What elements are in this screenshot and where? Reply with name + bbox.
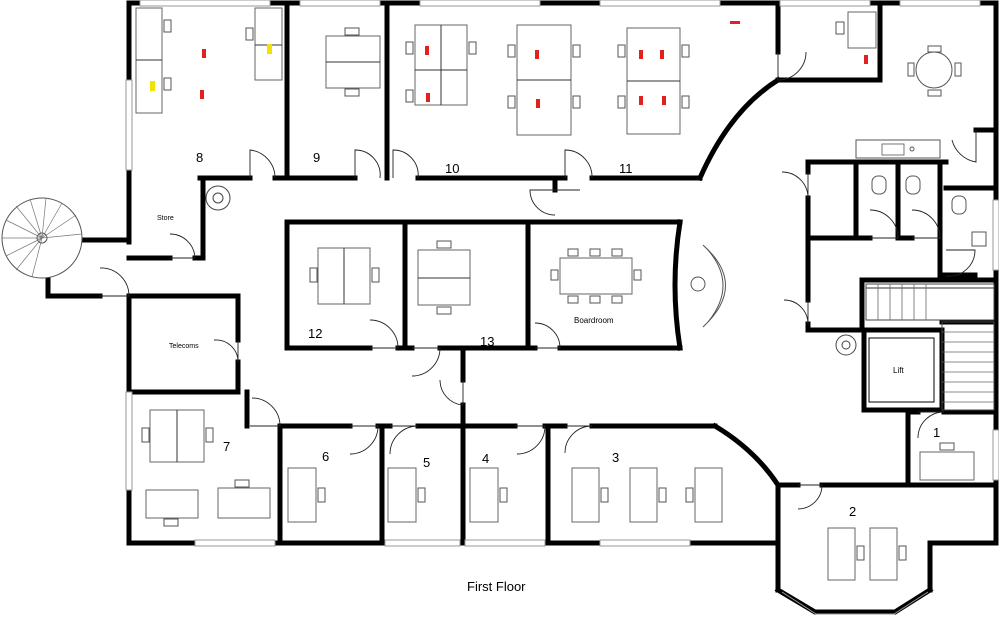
marker-red: [662, 96, 666, 105]
plant-icon: [835, 334, 857, 356]
room-label-13: 13: [480, 334, 494, 349]
marker-red: [639, 96, 643, 105]
room-label-9: 9: [313, 150, 320, 165]
plant-icon: [205, 185, 231, 211]
spiral-staircase: [1, 197, 83, 279]
room-label-7: 7: [223, 439, 230, 454]
lift-label: Lift: [893, 366, 904, 375]
doors: [99, 51, 977, 510]
marker-red: [202, 49, 206, 58]
store-label: Store: [157, 215, 174, 222]
marker-red: [730, 21, 740, 24]
marker-yellow: [267, 44, 272, 54]
furniture: [135, 7, 987, 581]
marker-red: [426, 93, 430, 102]
boardroom-label: Boardroom: [574, 316, 614, 325]
marker-red: [200, 90, 204, 99]
room-label-12: 12: [308, 326, 322, 341]
floor-title: First Floor: [467, 579, 526, 594]
room-label-3: 3: [612, 450, 619, 465]
room-label-6: 6: [322, 449, 329, 464]
marker-red: [535, 50, 539, 59]
room-label-4: 4: [482, 451, 489, 466]
marker-red: [536, 99, 540, 108]
marker-red: [425, 46, 429, 55]
marker-yellow: [150, 81, 155, 91]
telecoms-label: Telecoms: [169, 343, 199, 350]
windows: [125, 0, 999, 615]
marker-red: [864, 55, 868, 64]
straight-staircase: [865, 283, 995, 411]
room-label-11: 11: [619, 161, 633, 176]
room-label-8: 8: [196, 150, 203, 165]
markers: [150, 21, 868, 108]
room-label-1: 1: [933, 425, 940, 440]
labels: 8 9 10 11 12 13 7 6 5 4 3 2 1 Store Tele…: [157, 150, 940, 594]
marker-red: [639, 50, 643, 59]
room-label-5: 5: [423, 455, 430, 470]
room-label-2: 2: [849, 504, 856, 519]
room-label-10: 10: [445, 161, 459, 176]
marker-red: [660, 50, 664, 59]
